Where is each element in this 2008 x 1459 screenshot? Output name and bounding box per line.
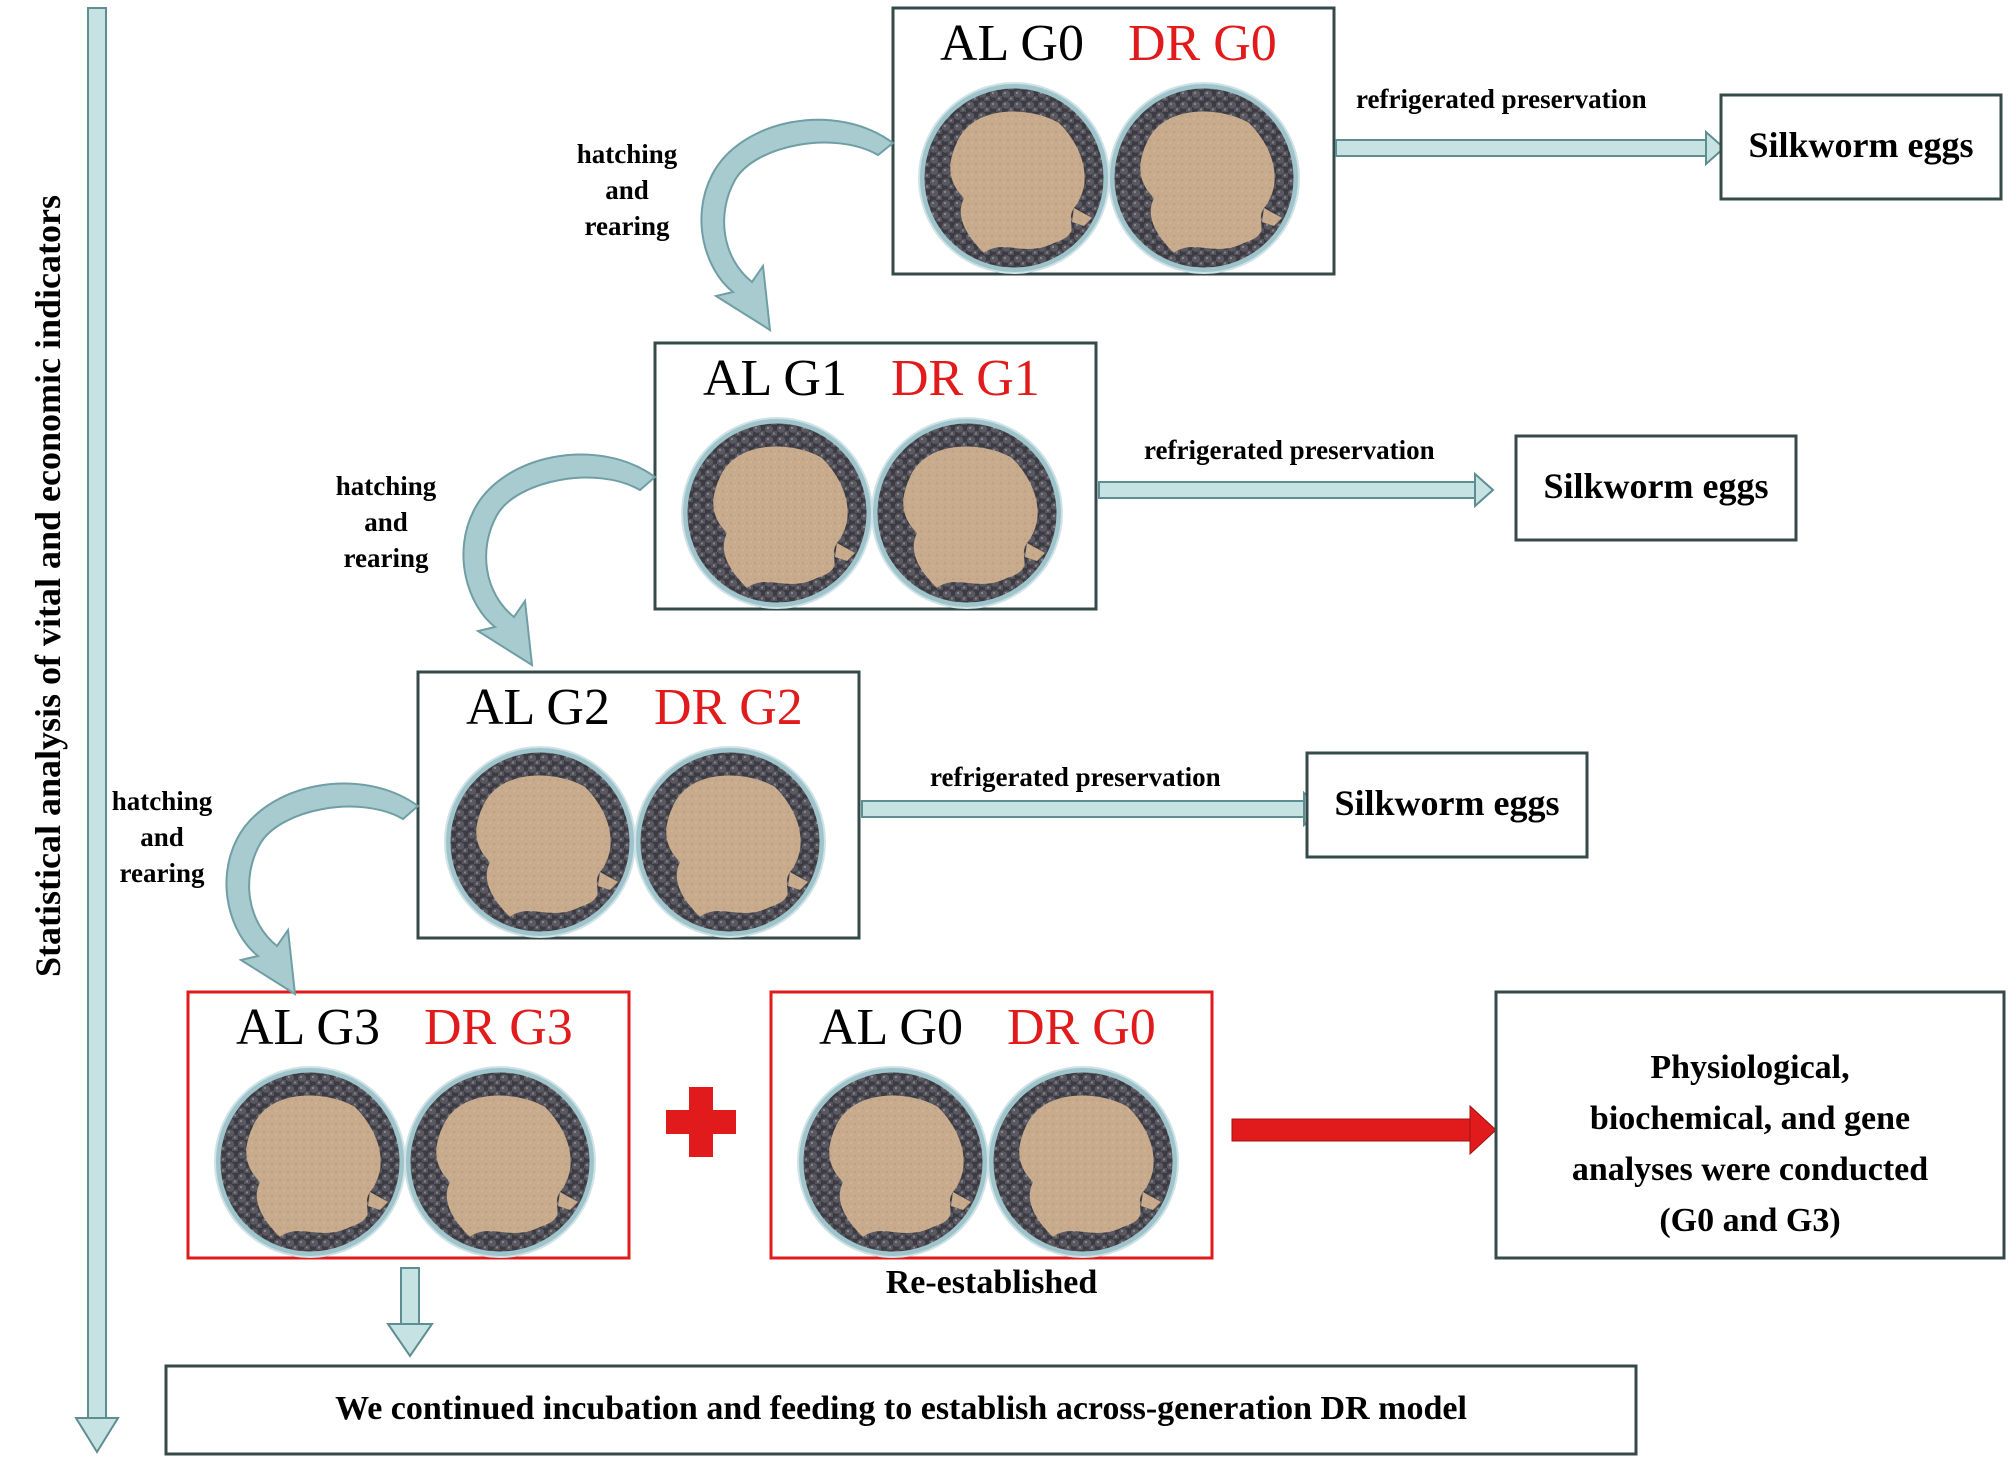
dish-dr-g1 <box>872 418 1062 608</box>
continuation-arrow <box>386 1267 434 1358</box>
preservation-arrow-g1 <box>1098 471 1495 509</box>
preservation-label-3: refrigerated preservation <box>930 762 1221 792</box>
label-al-g0: AL G0 <box>940 15 1084 72</box>
preservation-arrow-g0 <box>1335 129 1726 167</box>
label-dr-g0-reestablished: DR G0 <box>1007 999 1156 1056</box>
hatching-label-1: hatching and rearing <box>576 139 678 241</box>
label-al-g1: AL G1 <box>703 350 847 407</box>
silkworm-eggs-label-3: Silkworm eggs <box>1334 783 1560 823</box>
label-al-g2: AL G2 <box>466 679 610 736</box>
continuation-text: We continued incubation and feeding to e… <box>335 1390 1467 1427</box>
timeline-arrow <box>74 7 120 1454</box>
label-al-g0-reestablished: AL G0 <box>819 999 963 1056</box>
curved-arrow-g1-g2 <box>462 453 657 667</box>
hatching-label-2: hatching and rearing <box>335 471 437 573</box>
preservation-arrow-g2 <box>861 790 1324 828</box>
analysis-line: biochemical, and gene <box>1589 1100 1911 1137</box>
dish-al-g2 <box>445 747 635 937</box>
label-dr-g1: DR G1 <box>891 350 1040 407</box>
preservation-label-1: refrigerated preservation <box>1356 84 1647 114</box>
preservation-label-2: refrigerated preservation <box>1144 435 1435 465</box>
silkworm-eggs-label-1: Silkworm eggs <box>1748 125 1974 165</box>
label-dr-g0: DR G0 <box>1128 15 1277 72</box>
silkworm-eggs-box-1 <box>1719 93 2003 201</box>
curved-arrow-g0-g1 <box>700 118 895 332</box>
analysis-box <box>1494 990 2006 1260</box>
plus-icon <box>666 1087 736 1157</box>
label-dr-g2: DR G2 <box>654 679 803 736</box>
silkworm-eggs-box-3 <box>1305 751 1589 859</box>
dish-dr-g0-reestablished <box>988 1067 1178 1257</box>
curved-arrow-g2-g3 <box>225 782 420 996</box>
analysis-line: Physiological, <box>1650 1049 1850 1086</box>
dish-al-g1 <box>682 418 872 608</box>
side-label: Statistical analysis of vital and econom… <box>28 195 68 977</box>
continuation-box <box>164 1364 1638 1456</box>
dish-dr-g3 <box>405 1067 595 1257</box>
reestablished-caption: Re-established <box>885 1264 1098 1301</box>
label-dr-g3: DR G3 <box>424 999 573 1056</box>
silkworm-eggs-label-2: Silkworm eggs <box>1543 466 1769 506</box>
analysis-text: Physiological, biochemical, and gene ana… <box>1496 1042 2004 1246</box>
dish-dr-g0 <box>1109 83 1299 273</box>
label-al-g3: AL G3 <box>236 999 380 1056</box>
analysis-line: (G0 and G3) <box>1659 1202 1841 1239</box>
analysis-line: analyses were conducted <box>1571 1151 1929 1188</box>
hatching-label-3: hatching and rearing <box>111 786 213 888</box>
analysis-arrow <box>1231 1104 1497 1156</box>
dish-al-g0 <box>919 83 1109 273</box>
dish-dr-g2 <box>635 747 825 937</box>
dish-al-g3 <box>215 1067 405 1257</box>
silkworm-eggs-box-2 <box>1514 434 1798 542</box>
dish-al-g0-reestablished <box>798 1067 988 1257</box>
